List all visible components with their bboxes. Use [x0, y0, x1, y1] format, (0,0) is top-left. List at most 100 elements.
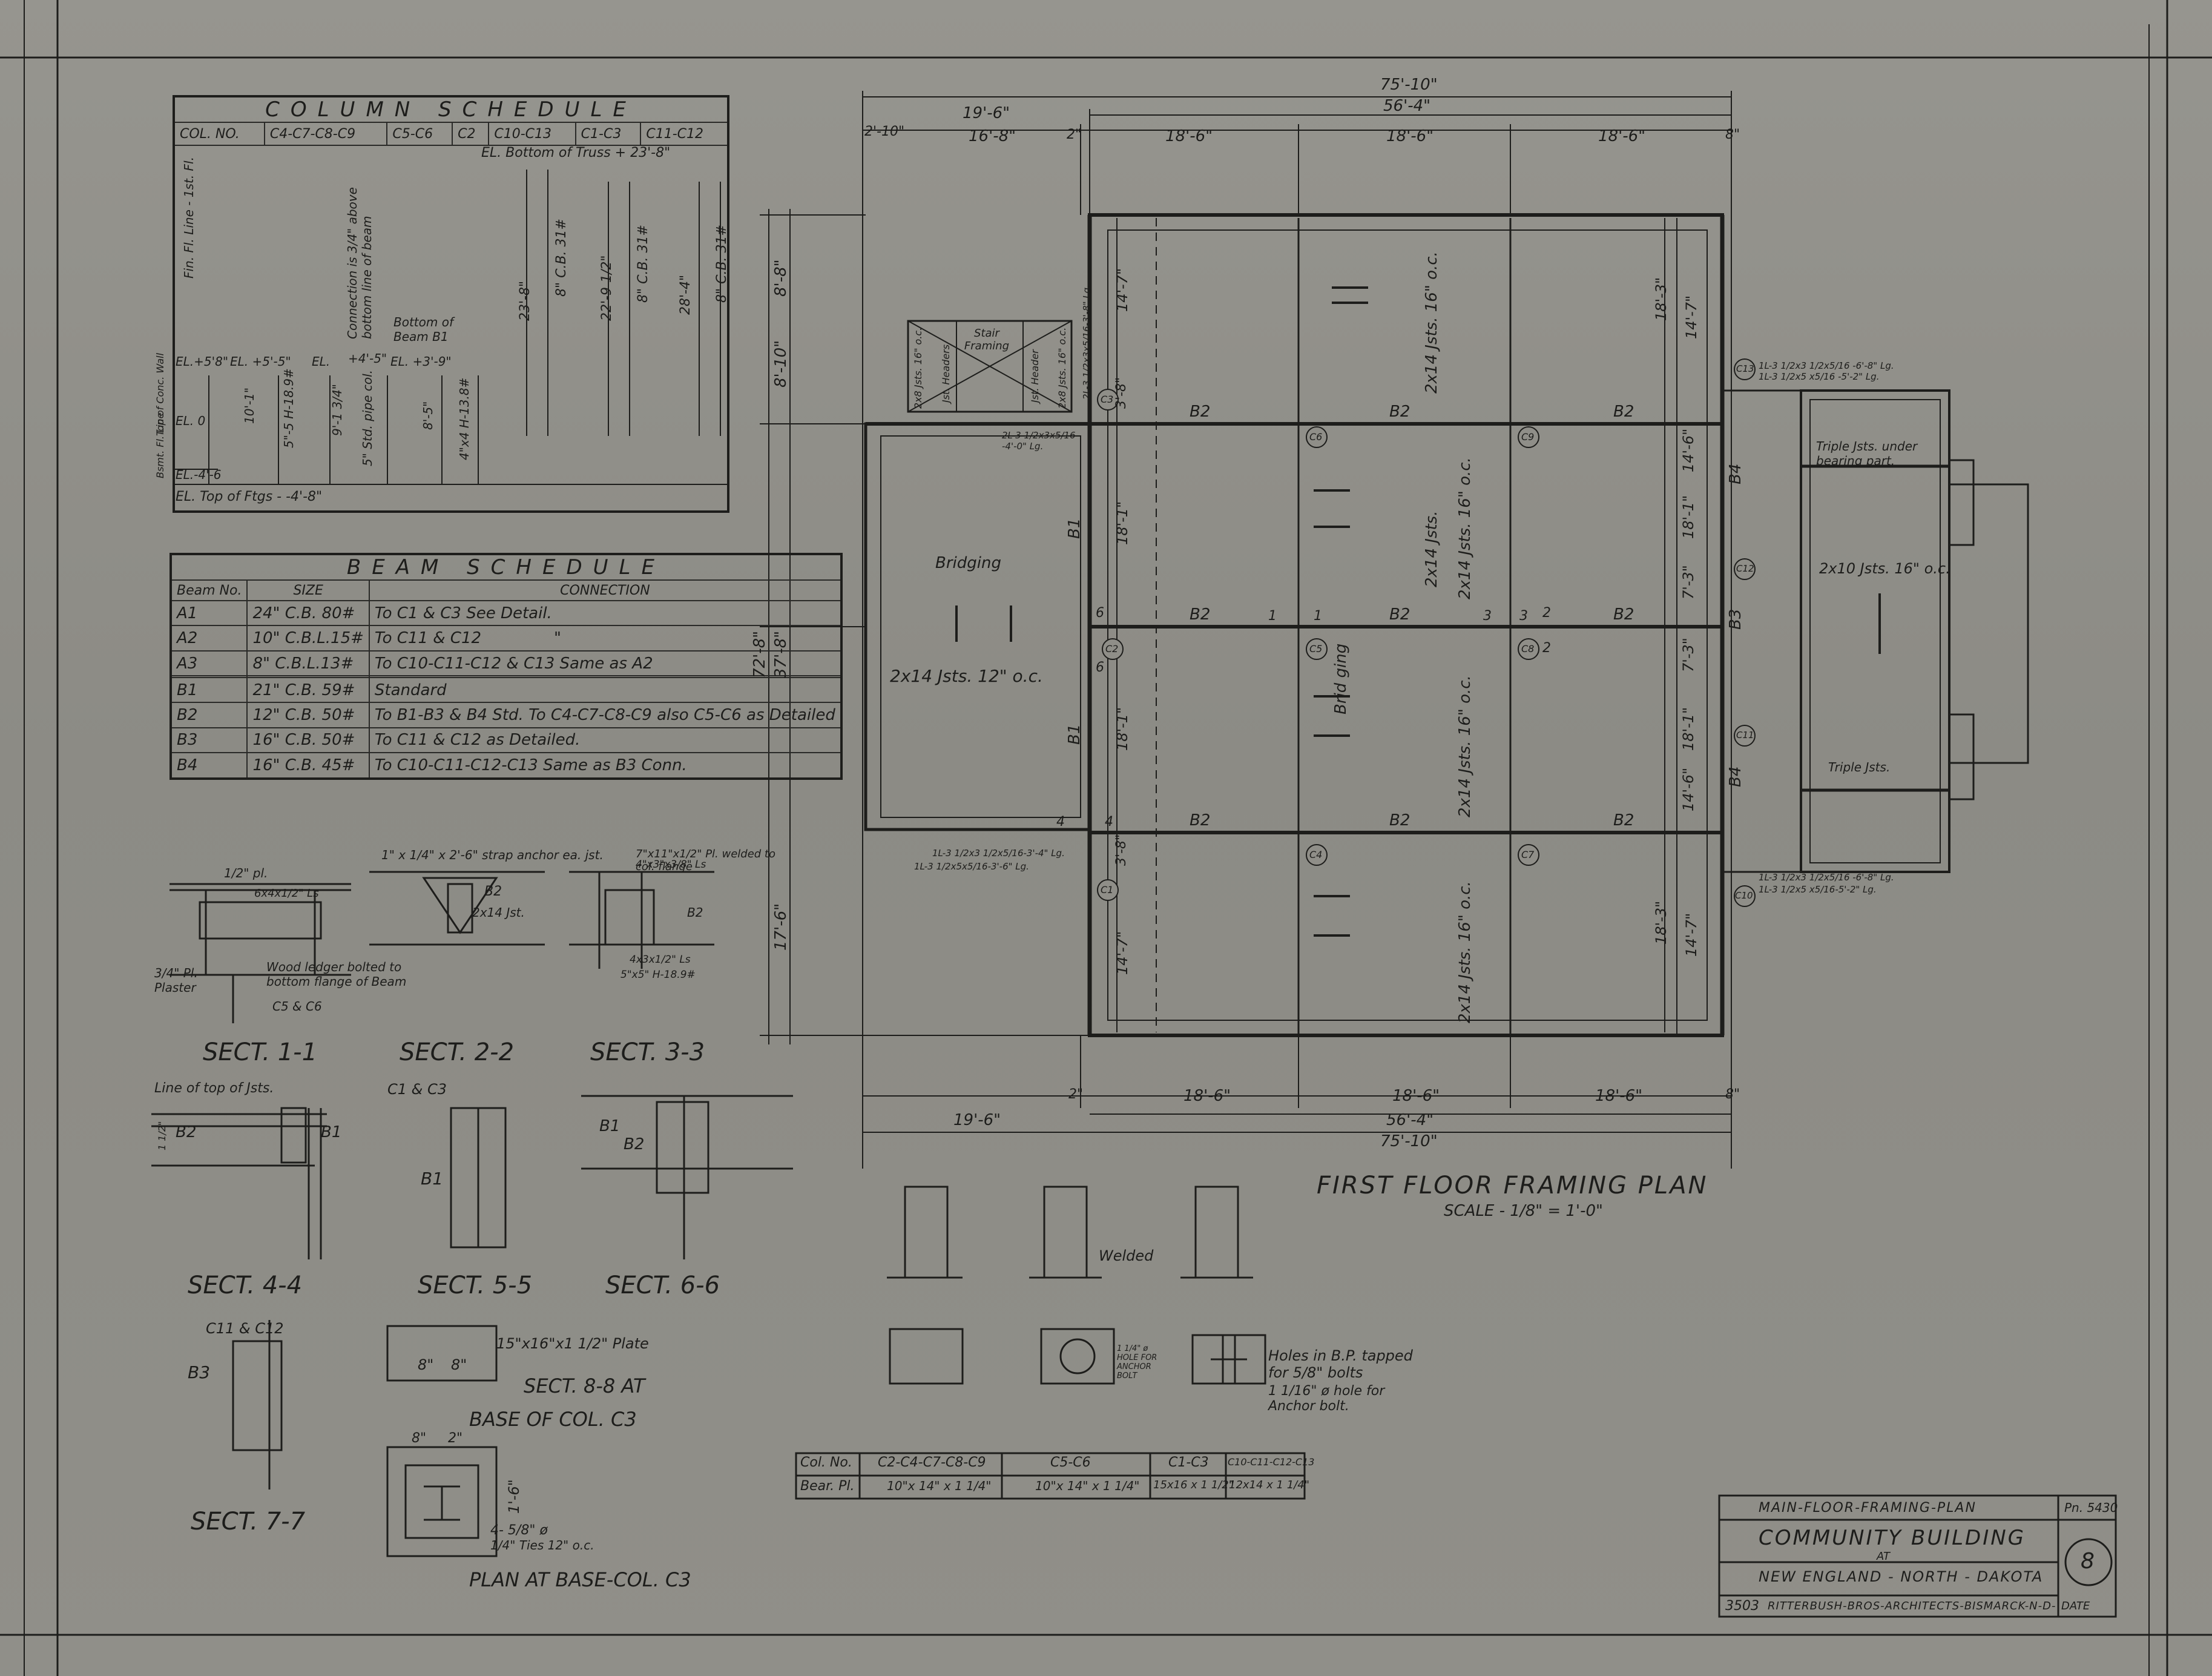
sect33-note: 5"x5" H-18.9# — [620, 969, 696, 981]
beam-size: 24" C.B. 80# — [246, 599, 370, 627]
beam-label-b2: B2 — [1613, 605, 1634, 624]
sect33-note: 7"x11"x1/2" Pl. welded to col. flange — [636, 848, 776, 873]
column-tag-c8: C8 — [1521, 643, 1535, 655]
note-angle-6: 1L-3 1/2x5 x5/16 -5'-2" Lg. — [1759, 371, 1880, 382]
column-tag-c3: C3 — [1101, 394, 1114, 405]
beam-label-b2: B2 — [1389, 403, 1410, 421]
column-tag-c7: C7 — [1521, 849, 1535, 860]
beam-label-b2: B2 — [1389, 605, 1410, 624]
sect88-note: 8" — [451, 1356, 467, 1373]
note-angle-4: 1L-3 1/2x5x5/16-3'-6" Lg. — [914, 861, 1029, 872]
plan-base-note: 1'-6" — [505, 1479, 522, 1514]
dim-right-6: 18'-1" — [1680, 707, 1697, 751]
sect11-note: Wood ledger bolted to bottom flange of B… — [266, 960, 407, 989]
sect88-note: 8" — [418, 1356, 434, 1373]
joist-label: 2x14 Jsts. 16" o.c. — [1456, 457, 1474, 599]
truss-note: EL. Bottom of Truss + 23'-8" — [481, 145, 671, 160]
note-stair-joists-1: 2x8 Jsts. 16" o.c. — [912, 327, 924, 409]
sect55-note: C1 & C3 — [387, 1081, 447, 1098]
dim-bot-g: 56'-4" — [1386, 1111, 1434, 1129]
note-bottom-beam: Bottom of Beam B1 — [393, 315, 453, 344]
note-bridging-vertical: Brid ging — [1332, 643, 1350, 714]
bear-header-4: C10-C11-C12-C13 — [1228, 1456, 1315, 1468]
beam-size: 10" C.B.L.15# — [246, 625, 370, 652]
beam-no: A1 — [170, 599, 248, 627]
sect44-note: B1 — [321, 1123, 342, 1141]
section-mark: 1 — [1314, 609, 1322, 624]
beam-no: B3 — [170, 727, 248, 754]
section-mark: 2 — [1542, 641, 1551, 656]
dim-right-5: 7'-3" — [1680, 638, 1697, 672]
joist-label: 2x14 Jsts. 16" o.c. — [1456, 675, 1474, 817]
note-angle-1: 2L-3 1/2x3x5/16 -4'-0" Lg. — [1002, 430, 1076, 452]
sect77-note: C11 & C12 — [206, 1320, 284, 1337]
beam-connection: To C1 & C3 See Detail. — [368, 599, 842, 627]
plan-base-title: PLAN AT BASE-COL. C3 — [469, 1568, 691, 1591]
bear-cell-2: 10"x 14" x 1 1/4" — [1035, 1479, 1140, 1493]
dim-top-f: 18'-6" — [1598, 127, 1646, 145]
section-mark: 3 — [1483, 609, 1492, 624]
joist-label: 2x14 Jsts. 16" o.c. — [1423, 251, 1441, 394]
sect88-note: 15"x16"x1 1/2" Plate — [496, 1335, 649, 1352]
dim-top-g: 8" — [1725, 127, 1740, 142]
sect66-note: B2 — [624, 1135, 645, 1153]
section-title-5-5: SECT. 5-5 — [418, 1272, 533, 1299]
beam-size: 16" C.B. 50# — [246, 727, 370, 754]
column-tag-c2: C2 — [1105, 643, 1119, 655]
detail-anchor-bolt: 1 1/16" ø hole for Anchor bolt. — [1268, 1384, 1385, 1414]
sect11-note: 1/2" pl. — [224, 866, 268, 880]
note-cb-1: 8" C.B. 31# — [554, 219, 569, 297]
column-schedule-title: COLUMN SCHEDULE — [173, 95, 729, 124]
beam-label-b4: B4 — [1726, 463, 1745, 484]
dim-inner-1: 3'-8" — [1114, 377, 1129, 409]
beam-connection: Standard — [368, 676, 842, 704]
column-tag-c9: C9 — [1521, 431, 1535, 443]
beam-label-b1: B1 — [1065, 518, 1084, 539]
bear-cell-3: 15x16 x 1 1/2" — [1153, 1479, 1234, 1491]
dim-right-3: 18'-1" — [1680, 495, 1697, 539]
beam-no: B1 — [170, 676, 248, 704]
detail-tapped-holes: Holes in B.P. tapped for 5/8" bolts — [1268, 1347, 1413, 1381]
beam-size: 21" C.B. 59# — [246, 676, 370, 704]
column-tag-c12: C12 — [1736, 563, 1754, 574]
dim-top-a: 2'-10" — [864, 124, 905, 139]
column-tag-c1: C1 — [1101, 884, 1114, 896]
note-annex-joists: 2x10 Jsts. 16" o.c. — [1819, 560, 1950, 577]
dim-bot-c: 18'-6" — [1392, 1087, 1440, 1105]
beam-no: B4 — [170, 752, 248, 779]
section-mark: 2 — [1542, 605, 1551, 621]
dim-left-b: 37'-8" — [772, 630, 790, 678]
dim-inner-5: 14'-7" — [1114, 931, 1131, 975]
job-number: 3503 — [1725, 1598, 1759, 1614]
note-angle-2: 2L-3 1/2x3x5/16-3'-8" Lg. — [1081, 285, 1092, 400]
note-connection: Connection is 3/4" above bottom line of … — [345, 187, 374, 339]
note-el-39: EL. +3'-9" — [390, 354, 452, 369]
col-header-5: C1-C3 — [574, 122, 642, 147]
col-header-4: C10-C13 — [488, 122, 576, 147]
column-schedule: COLUMN SCHEDULE COL. NO. C4-C7-C8-C9 C5-… — [173, 95, 729, 513]
dim-right-0: 18'-3" — [1653, 277, 1670, 321]
dim-top-d: 18'-6" — [1165, 127, 1213, 145]
col-header-1: C4-C7-C8-C9 — [263, 122, 388, 147]
project-number: Pn. 5430 — [2064, 1500, 2118, 1515]
note-284: 28'-4" — [678, 274, 693, 315]
note-el-55: EL. +5'-5" — [230, 354, 291, 369]
dim-left-c: 8'-8" — [772, 259, 790, 297]
row-label-el-0: EL. 0 — [176, 414, 206, 428]
dim-bot-h: 75'-10" — [1380, 1132, 1438, 1150]
dim-inner-4: 3'-8" — [1114, 834, 1129, 866]
section-mark: 4 — [1105, 814, 1113, 830]
plan-base-note: 8" — [412, 1431, 427, 1446]
beam-label-b4: B4 — [1726, 766, 1745, 787]
col-header-6: C11-C12 — [640, 122, 729, 147]
dim-inner-0: 14'-7" — [1114, 268, 1131, 312]
beam-label-b3: B3 — [1726, 609, 1745, 630]
beam-header-connection: CONNECTION — [368, 579, 842, 601]
dim-top-e: 18'-6" — [1386, 127, 1434, 145]
